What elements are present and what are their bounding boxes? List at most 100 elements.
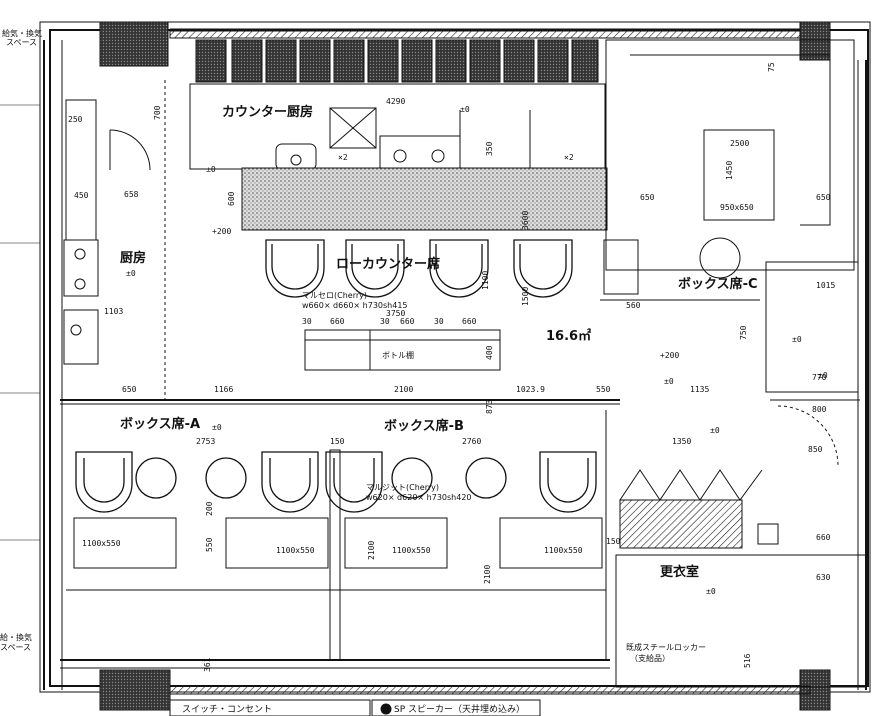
svg-text:1103: 1103 — [104, 307, 123, 316]
level-changing: ±0 — [706, 587, 716, 596]
chair-counter-size: w660× d660× h730sh415 — [302, 301, 408, 310]
svg-text:770: 770 — [812, 373, 827, 382]
svg-text:1015: 1015 — [816, 281, 835, 290]
svg-text:3750: 3750 — [386, 309, 405, 318]
svg-text:660: 660 — [462, 317, 477, 326]
level-kitchen: ±0 — [126, 269, 136, 278]
svg-text:550: 550 — [205, 537, 214, 552]
svg-text:30: 30 — [302, 317, 312, 326]
svg-text:750: 750 — [739, 325, 748, 340]
level-floor-center: ±0 — [664, 377, 674, 386]
level-box-a: ±0 — [212, 423, 222, 432]
box-chairs — [75, 451, 597, 513]
table-label-3: 1100x550 — [392, 546, 431, 555]
box-tables — [66, 410, 607, 661]
chair-counter-name: マルセロ(Cherry) — [302, 291, 367, 300]
column-blocks — [99, 21, 831, 711]
chair-box-name: マルジット(Cherry) — [366, 483, 439, 492]
svg-text:660: 660 — [330, 317, 345, 326]
left-note-3: 給・換気 — [0, 632, 32, 642]
svg-text:1450: 1450 — [725, 161, 734, 180]
area-label: 16.6㎡ — [546, 328, 591, 344]
svg-text:600: 600 — [227, 191, 236, 206]
svg-text:550: 550 — [596, 385, 611, 394]
svg-text:250: 250 — [68, 115, 83, 124]
left-kitchen — [63, 80, 166, 400]
room-label-kitchen: 厨房 — [120, 250, 146, 266]
level-step-right: +200 — [660, 351, 679, 360]
level-side-room: ±0 — [818, 371, 828, 380]
svg-text:361: 361 — [203, 657, 212, 672]
svg-text:1500: 1500 — [521, 287, 530, 306]
level-box-c: ±0 — [792, 335, 802, 344]
dimension-labels: 4290 700 250 658 450 600 3750 660 660 66… — [68, 62, 835, 672]
svg-text:1100: 1100 — [481, 271, 490, 290]
cat-marker-2: ×2 — [564, 153, 574, 162]
svg-text:2760: 2760 — [462, 437, 481, 446]
cat-marker-1: ×2 — [338, 153, 348, 162]
svg-text:400: 400 — [485, 345, 494, 360]
svg-text:1023.9: 1023.9 — [516, 385, 545, 394]
svg-text:1135: 1135 — [690, 385, 709, 394]
table-label-5: 950x650 — [720, 203, 754, 212]
table-label-1: 1100x550 — [82, 539, 121, 548]
svg-text:873: 873 — [485, 399, 494, 414]
outer-walls — [0, 21, 871, 693]
left-note-2: スペース — [6, 38, 37, 47]
svg-text:2100: 2100 — [367, 541, 376, 560]
svg-text:700: 700 — [153, 105, 162, 120]
counter-chairs — [265, 239, 573, 298]
svg-text:350: 350 — [485, 141, 494, 156]
changing-room-block — [615, 399, 867, 688]
svg-text:850: 850 — [808, 445, 823, 454]
svg-text:660: 660 — [816, 533, 831, 542]
left-note-4: スペース — [0, 643, 31, 652]
svg-text:1166: 1166 — [214, 385, 233, 394]
room-label-low-counter: ローカウンター席 — [336, 256, 440, 272]
svg-text:650: 650 — [816, 193, 831, 202]
bottle-shelf-block — [304, 329, 501, 371]
svg-text:650: 650 — [122, 385, 137, 394]
table-label-4: 1100x550 — [544, 546, 583, 555]
room-label-box-b: ボックス席-B — [384, 418, 464, 434]
room-label-counter-kitchen: カウンター厨房 — [222, 104, 313, 120]
legend-bar — [169, 699, 541, 716]
room-label-box-a: ボックス席-A — [120, 416, 200, 432]
svg-text:660: 660 — [400, 317, 415, 326]
svg-text:658: 658 — [124, 190, 139, 199]
svg-text:2753: 2753 — [196, 437, 215, 446]
room-label-box-c: ボックス席-C — [678, 276, 758, 292]
counter-top — [241, 167, 608, 231]
svg-text:150: 150 — [330, 437, 345, 446]
level-counter-kitchen: ±0 — [460, 105, 470, 114]
room-label-changing: 更衣室 — [660, 564, 699, 580]
top-shelving — [195, 39, 599, 83]
svg-text:560: 560 — [626, 301, 641, 310]
svg-text:650: 650 — [640, 193, 655, 202]
svg-text:630: 630 — [816, 573, 831, 582]
svg-text:516: 516 — [743, 653, 752, 668]
svg-text:1350: 1350 — [672, 437, 691, 446]
svg-text:150: 150 — [606, 537, 621, 546]
svg-text:2100: 2100 — [394, 385, 413, 394]
left-note-1: 給気・換気 — [2, 28, 42, 38]
level-left-counter: ±0 — [206, 165, 216, 174]
svg-text:75: 75 — [767, 62, 776, 72]
locker-label-2: （支給品） — [630, 653, 670, 663]
svg-text:3600: 3600 — [521, 211, 530, 230]
box-c-area — [600, 39, 859, 393]
bottle-shelf-label: ボトル棚 — [382, 350, 414, 360]
svg-text:2500: 2500 — [730, 139, 749, 148]
legend-switch-outlet: スイッチ・コンセント — [182, 704, 272, 715]
level-box-b: ±0 — [710, 426, 720, 435]
level-step-left: +200 — [212, 227, 231, 236]
svg-text:2100: 2100 — [483, 565, 492, 584]
svg-text:200: 200 — [205, 501, 214, 516]
svg-text:30: 30 — [380, 317, 390, 326]
svg-text:30: 30 — [434, 317, 444, 326]
svg-text:4290: 4290 — [386, 97, 405, 106]
legend-speaker: SP スピーカー（天井埋め込み） — [394, 703, 525, 715]
chair-box-size: w620× d620× h730sh420 — [366, 493, 472, 502]
table-label-2: 1100x550 — [276, 546, 315, 555]
